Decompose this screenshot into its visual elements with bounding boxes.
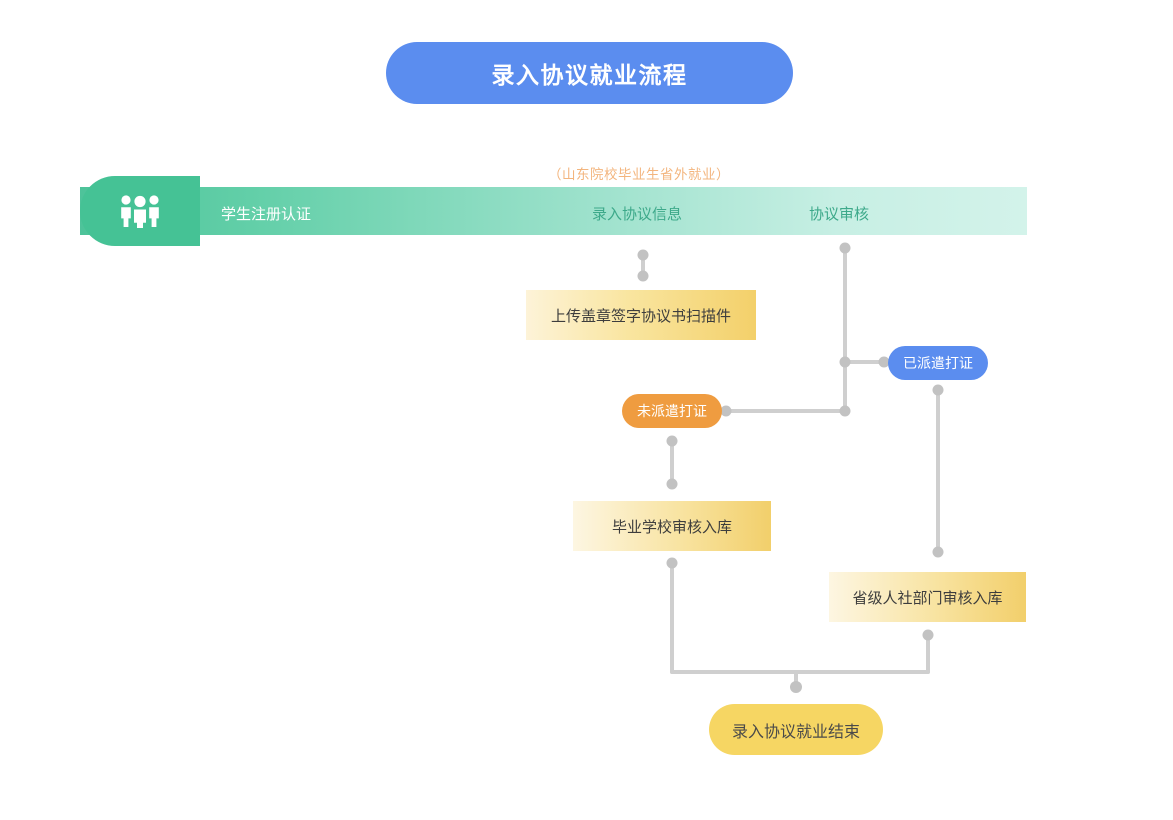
dot-upload-top <box>637 270 649 282</box>
dot-review-branch-undispatched <box>839 405 851 417</box>
group-of-people-icon <box>117 194 163 228</box>
stage-label-agreement-review: 协议审核 <box>809 206 870 223</box>
node-dispatched-certificate[interactable]: 已派遣打证 <box>888 346 988 380</box>
dot-school-top <box>666 478 678 490</box>
node-dispatched-certificate-label: 已派遣打证 <box>903 355 973 371</box>
dot-end-top <box>790 681 802 693</box>
dot-review-branch-dispatched <box>839 356 851 368</box>
node-upload-signed-agreement[interactable]: 上传盖章签字协议书扫描件 <box>526 290 756 340</box>
stage-label-agreement-entry: 录入协议信息 <box>592 206 683 223</box>
dot-school-bottom <box>666 557 678 569</box>
node-undispatched-certificate[interactable]: 未派遣打证 <box>622 394 722 428</box>
dot-undispatched-bottom <box>666 435 678 447</box>
node-province-hr-review-archive[interactable]: 省级人社部门审核入库 <box>829 572 1026 622</box>
dot-province-top <box>932 546 944 558</box>
node-school-review-archive[interactable]: 毕业学校审核入库 <box>573 501 771 551</box>
node-province-hr-review-archive-label: 省级人社部门审核入库 <box>852 589 1003 607</box>
stage-bar <box>80 187 1027 235</box>
node-school-review-archive-label: 毕业学校审核入库 <box>611 518 732 536</box>
stage-icon-container <box>80 176 200 246</box>
dot-dispatched-bottom <box>932 384 944 396</box>
page-title-banner: 录入协议就业流程 <box>386 42 793 104</box>
node-process-end-label: 录入协议就业结束 <box>731 723 860 741</box>
node-upload-signed-agreement-label: 上传盖章签字协议书扫描件 <box>550 307 731 325</box>
page-title: 录入协议就业流程 <box>491 62 688 88</box>
stage-label-student-registration: 学生注册认证 <box>221 206 312 223</box>
page-subtitle: （山东院校毕业生省外就业） <box>548 167 730 182</box>
node-process-end[interactable]: 录入协议就业结束 <box>709 704 883 755</box>
dot-entry-top <box>637 249 649 261</box>
dot-review-top <box>839 242 851 254</box>
dot-province-bottom <box>922 629 934 641</box>
node-undispatched-certificate-label: 未派遣打证 <box>637 403 707 419</box>
dot-undispatched-right <box>720 405 732 417</box>
